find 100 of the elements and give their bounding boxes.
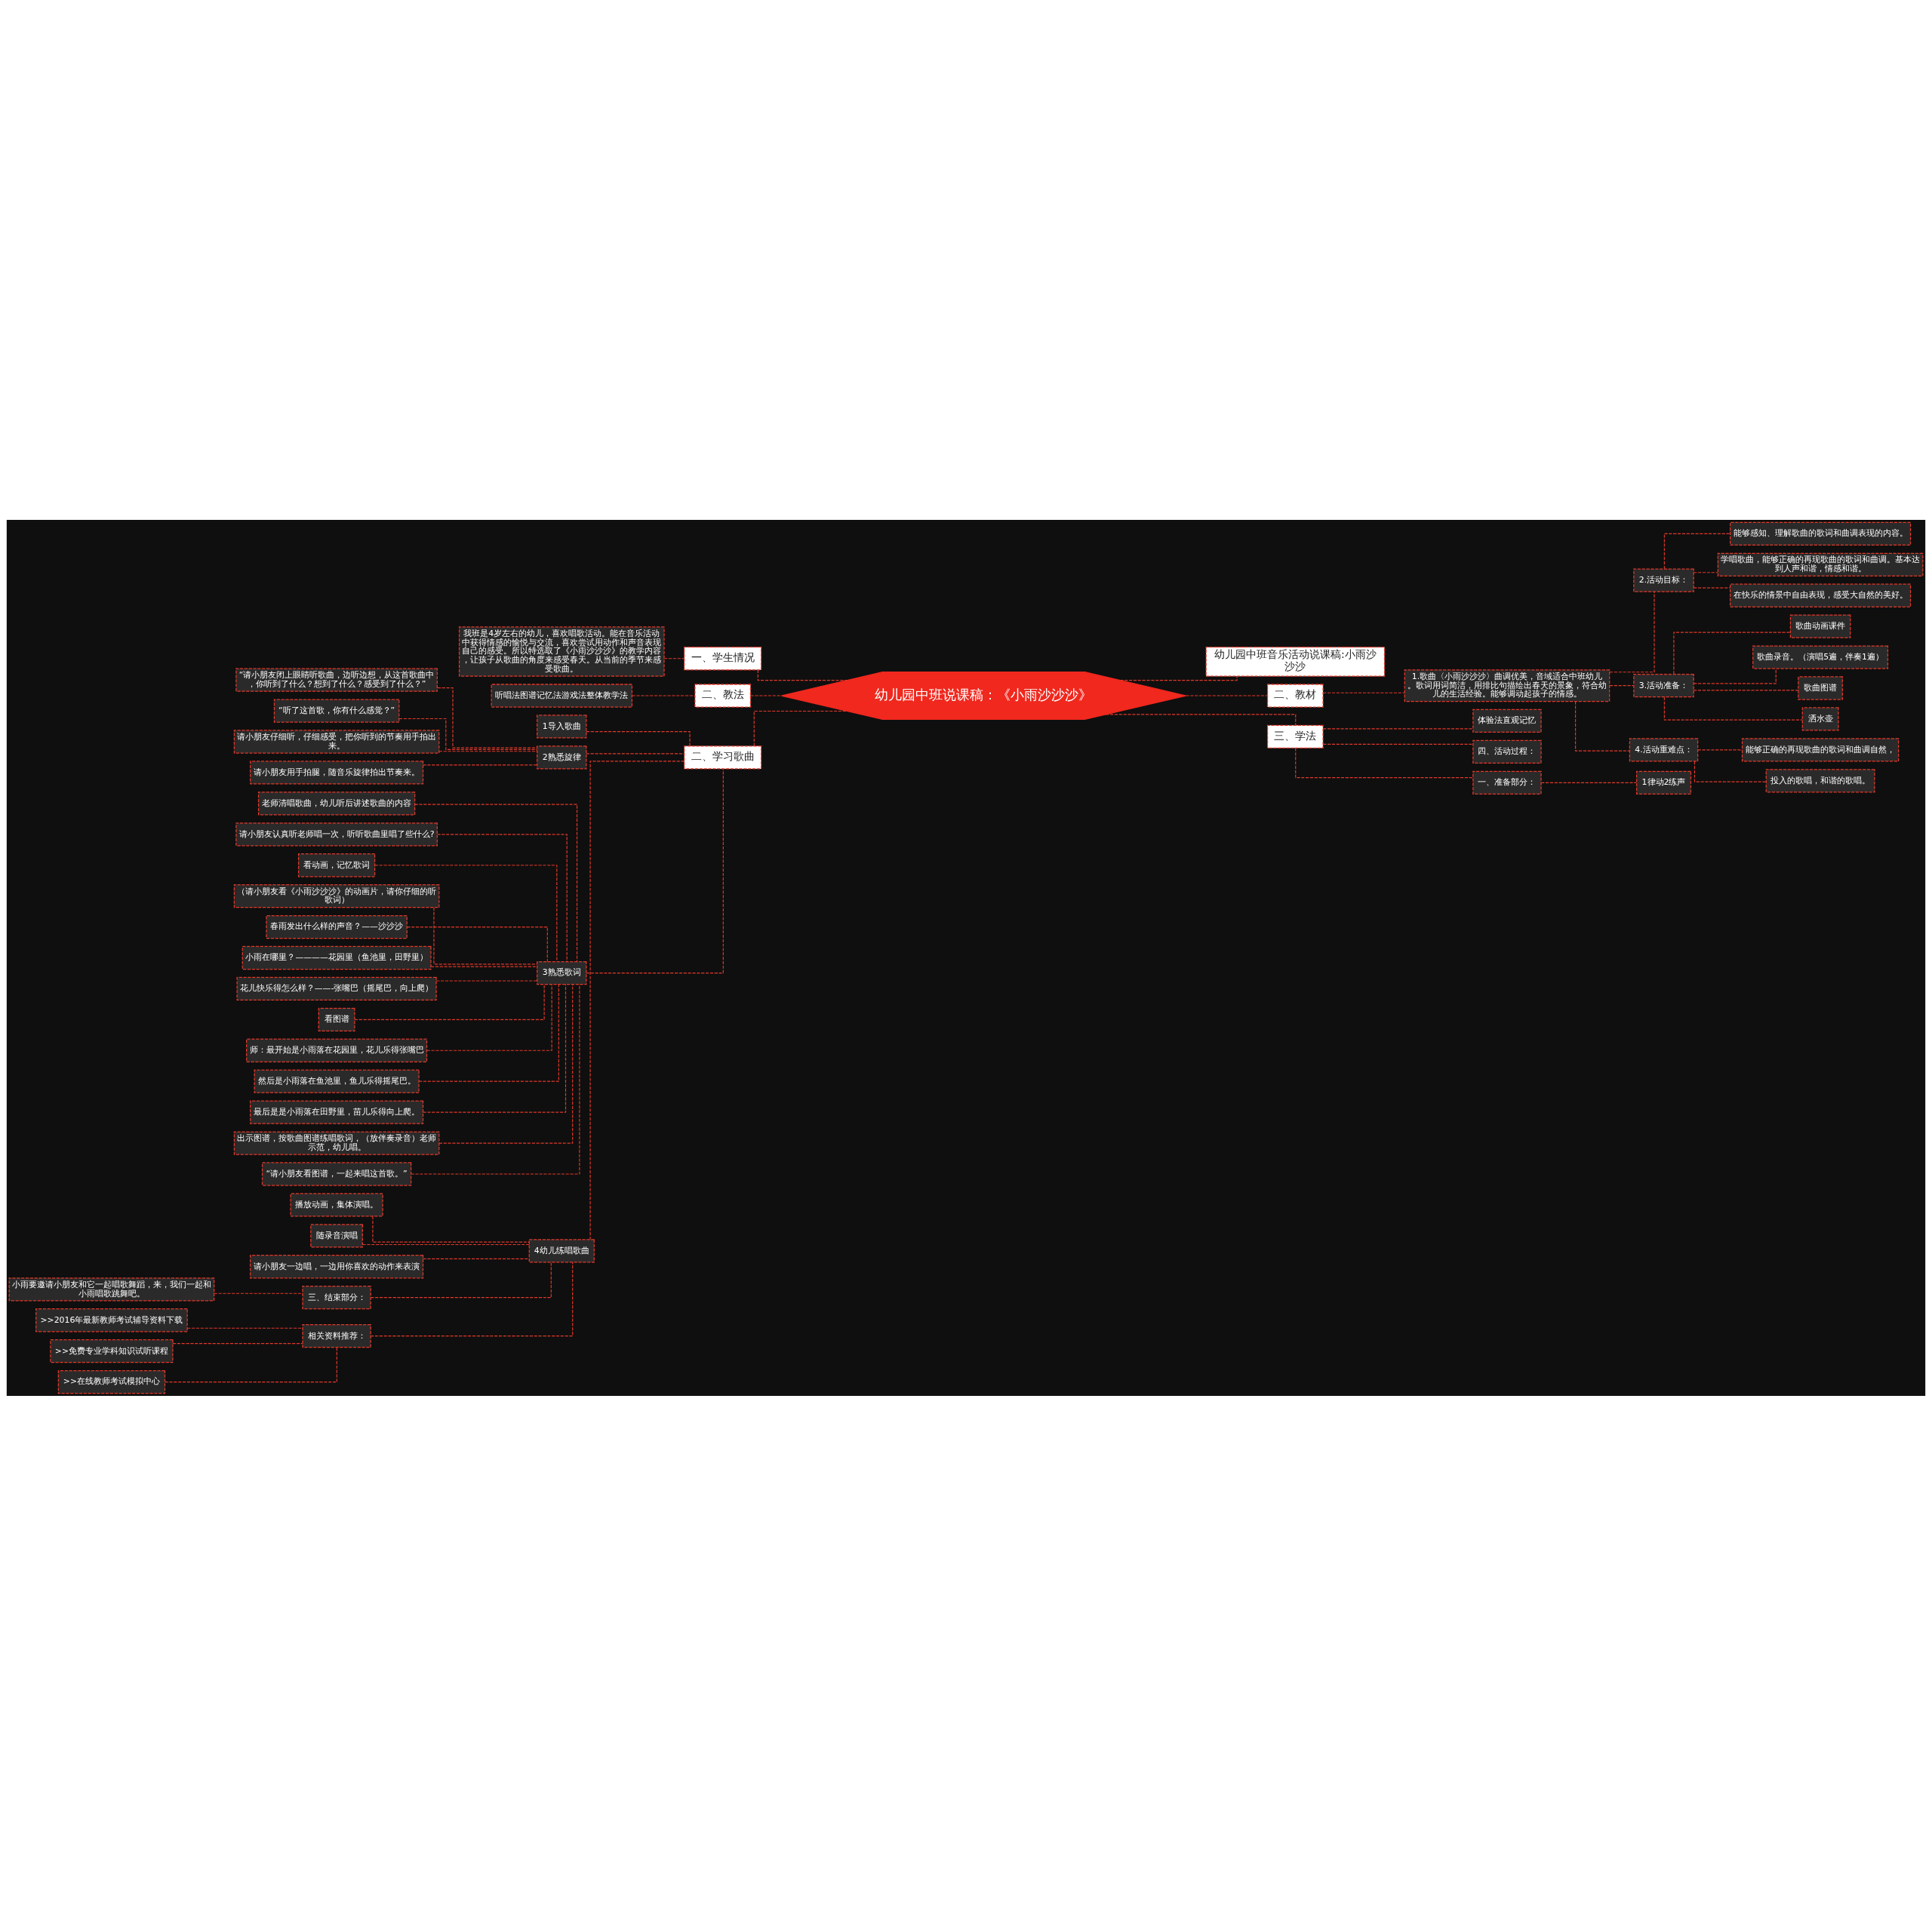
node-box: 三、结束部分： — [302, 1285, 371, 1309]
connector — [406, 926, 548, 962]
node-box: 投入的歌唱，和谐的歌唱。 — [1765, 768, 1875, 792]
connector — [414, 804, 578, 962]
node-box: 1.歌曲〈小雨沙沙沙〉曲调优美，音域适合中班幼儿。歌词用词简洁，用排比句描绘出春天的景象，符合幼儿的生活经验。能够调动起孩子的情感。 — [1404, 669, 1611, 702]
connector — [438, 750, 538, 752]
node-box: 3.活动准备： — [1633, 673, 1694, 697]
node-box: 我班是4岁左右的幼儿，喜欢唱歌活动。能在音乐活动中获得情感的愉悦与交流，喜欢尝试用动作和声音表现自己的感受。所以特选取了《小雨沙沙沙》的教学内容，让孩子从歌曲的角度来感受春天。从当前的季节来感受歌曲。 — [458, 626, 665, 677]
connector — [753, 710, 848, 746]
connector — [1119, 675, 1238, 681]
connector — [433, 906, 538, 964]
connector — [374, 864, 558, 962]
node-box: 一、准备部分： — [1472, 770, 1542, 795]
node-box: 四、活动过程： — [1472, 739, 1542, 764]
connector — [1663, 696, 1803, 721]
connector — [1322, 743, 1474, 745]
connector — [586, 752, 685, 754]
node-box: 三、学法 — [1266, 724, 1324, 748]
node-box: 播放动画，集体演唱。 — [290, 1192, 383, 1217]
node-box: 在快乐的情景中自由表现，感受大自然的美好。 — [1730, 583, 1912, 607]
node-box: “请小朋友闭上眼睛听歌曲，边听边想，从这首歌曲中，你听到了什么？想到了什么？感受到了什么？” — [235, 668, 438, 692]
connector — [1693, 668, 1777, 684]
connector — [362, 1243, 530, 1245]
node-box: “请小朋友看图谱，一起来唱这首歌。” — [261, 1161, 412, 1186]
connector — [586, 730, 691, 746]
node-box: 体验法直观记忆 — [1472, 709, 1542, 733]
connector — [354, 983, 545, 1020]
connector — [398, 718, 537, 750]
connector — [1322, 692, 1405, 693]
connector — [1609, 591, 1655, 672]
connector — [663, 657, 685, 659]
connector — [418, 983, 559, 1082]
connector — [370, 1262, 552, 1298]
connector — [372, 1215, 530, 1243]
connector — [750, 694, 782, 696]
connector — [1697, 748, 1743, 750]
node-box: 看动画，记忆歌词 — [297, 853, 376, 877]
node-box: 请小朋友认真听老师唱一次，听听歌曲里唱了些什么? — [235, 822, 438, 846]
connector — [589, 760, 685, 1240]
node-box: 请小朋友用手拍腿，随音乐旋律拍出节奏来。 — [250, 760, 424, 785]
connector — [172, 1342, 303, 1344]
node-box: 学唱歌曲，能够正确的再现歌曲的歌词和曲调。基本达到人声和谐，情感和谐。 — [1717, 552, 1924, 576]
connector — [438, 983, 574, 1144]
node-box: 4.活动重难点： — [1629, 737, 1699, 762]
connector — [1609, 684, 1635, 686]
connector — [1295, 747, 1474, 778]
connector — [370, 1262, 574, 1336]
connector — [437, 687, 538, 748]
connector — [1663, 533, 1730, 569]
connector — [435, 979, 538, 982]
connector — [422, 764, 538, 765]
connector — [186, 1327, 303, 1329]
node-box: 一、学生情况 — [684, 646, 762, 670]
connector — [422, 1258, 530, 1259]
node-box: 歌曲录音。（演唱5遍，伴奏1遍） — [1752, 644, 1889, 669]
node-box: “听了这首歌，你有什么感觉？” — [273, 698, 400, 723]
connector — [1105, 713, 1297, 726]
connector — [430, 966, 538, 967]
connector — [1185, 694, 1269, 696]
node-box: 二、教材 — [1266, 683, 1324, 708]
node-box: 二、教法 — [694, 683, 752, 708]
node-box: 请小朋友一边唱，一边用你喜欢的动作来表演 — [250, 1254, 424, 1278]
connector — [586, 768, 724, 973]
node-box: 出示图谱，按歌曲图谱练唱歌词，（放伴奏录音）老师示范，幼儿唱。 — [233, 1130, 440, 1155]
connector — [1693, 587, 1731, 589]
connector — [1693, 689, 1799, 690]
node-box: 二、学习歌曲 — [684, 745, 762, 770]
node-box: 2.活动目标： — [1633, 568, 1694, 592]
node-box: 然后是小雨落在鱼池里，鱼儿乐得摇尾巴。 — [254, 1069, 420, 1093]
node-box: 小雨在哪里？————花园里（鱼池里，田野里） — [242, 945, 432, 970]
connector — [632, 694, 696, 696]
connector — [426, 983, 552, 1051]
node-box: 3熟悉歌词 — [537, 961, 587, 985]
connector — [1575, 700, 1630, 752]
node-box: 老师清唱歌曲，幼儿听后讲述歌曲的内容 — [257, 791, 416, 816]
node-box: 请小朋友仔细听，仔细感受，把你听到的节奏用手拍出来。 — [233, 729, 440, 754]
node-box: 1导入歌曲 — [537, 714, 587, 739]
node-box: >>免费专业学科知识试听课程 — [50, 1339, 174, 1363]
node-box: 春雨发出什么样的声音？——沙沙沙 — [266, 914, 408, 939]
node-box: 能够感知、理解歌曲的歌词和曲调表现的内容。 — [1730, 521, 1912, 546]
connector — [423, 983, 567, 1113]
node-box: 能够正确的再现歌曲的歌词和曲调自然， — [1741, 737, 1900, 762]
connector — [1673, 632, 1791, 675]
connector — [436, 833, 568, 962]
node-box: 听唱法图谱记忆法游戏法整体教学法 — [491, 683, 633, 708]
node-box: 最后是是小雨落在田野里，苗儿乐得向上爬。 — [250, 1099, 424, 1124]
node-box: 1律动2练声 — [1636, 770, 1692, 795]
connector — [757, 669, 848, 681]
connector — [411, 983, 580, 1175]
node-box: 歌曲动画课件 — [1789, 614, 1851, 638]
connector — [1694, 761, 1767, 782]
connector — [214, 1293, 303, 1294]
node-box: 歌曲图谱 — [1798, 675, 1843, 700]
node-box: 看图谱 — [318, 1007, 355, 1031]
node-box: 2熟悉旋律 — [537, 745, 587, 770]
node-box: 花儿快乐得怎么样？——-张嘴巴（摇尾巴，向上爬） — [236, 976, 437, 1001]
node-box: 4幼儿练唱歌曲 — [528, 1238, 595, 1263]
node-box: 师：最开始是小雨落在花园里，花儿乐得张嘴巴 — [246, 1038, 428, 1062]
node-box: >>2016年最新教师考试辅导资料下载 — [35, 1308, 188, 1332]
node-box: 随录音演唱 — [310, 1223, 363, 1247]
